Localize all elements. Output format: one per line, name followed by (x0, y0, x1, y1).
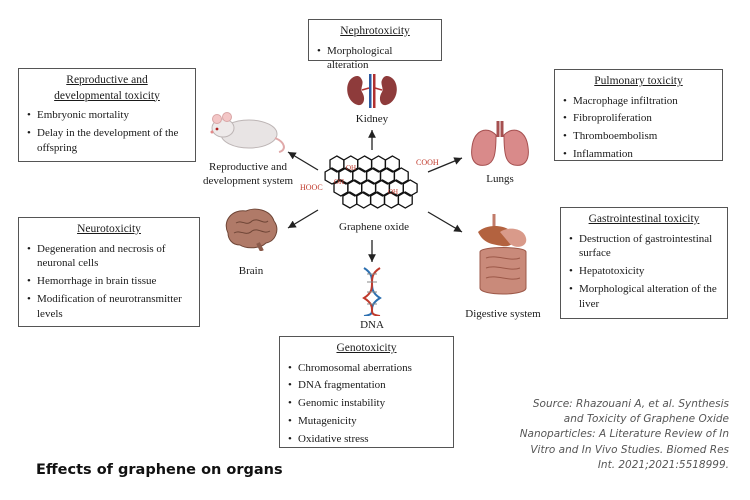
gastrointestinal-toxicity-title: Gastrointestinal toxicity (588, 213, 700, 225)
graphene-oxide-label: Graphene oxide (339, 221, 409, 233)
neurotoxicity-list: Degeneration and necrosis of neuronal ce… (27, 242, 191, 322)
hexagon-ring (342, 191, 358, 209)
digestive-system-label: Digestive system (465, 308, 541, 320)
digestive-system-icon (478, 214, 527, 295)
lungs-label: Lungs (486, 173, 514, 185)
genotoxicity-list: Chromosomal aberrations DNA fragmentatio… (288, 361, 445, 447)
brain-label: Brain (238, 265, 264, 277)
nephrotoxicity-box: Nephrotoxicity Morphological alteration (308, 19, 442, 71)
mouse-icon (210, 112, 285, 153)
hexagon-ring (393, 167, 409, 185)
kidney-label: Kidney (355, 113, 389, 125)
dna-label: DNA (360, 319, 384, 331)
dna-icon (362, 267, 382, 316)
list-item: Oxidative stress (288, 432, 445, 447)
neurotoxicity-title: Neurotoxicity (77, 223, 141, 235)
list-item: Genomic instability (288, 396, 445, 411)
list-item: Hepatotoxicity (569, 264, 719, 279)
graphene-lattice (324, 155, 418, 209)
arrow-to-reproductive (287, 151, 319, 171)
list-item: Morphological alteration (317, 44, 433, 74)
hexagon-ring (402, 179, 418, 197)
pulmonary-toxicity-list: Macrophage infiltration Fibroproliferati… (563, 94, 714, 162)
source-citation: Source: Rhazouani A, et al. Synthesis an… (519, 398, 729, 471)
hexagon-ring (365, 167, 382, 185)
group-label-cooh: COOH (416, 158, 439, 167)
list-item: Embryonic mortality (27, 108, 187, 123)
hexagon-ring (369, 191, 386, 209)
arrow-to-brain (287, 209, 319, 229)
list-item: Macrophage infiltration (563, 94, 714, 109)
list-item: DNA fragmentation (288, 378, 445, 393)
arrow-to-digestive (427, 211, 463, 233)
neurotoxicity-box: Neurotoxicity Degeneration and necrosis … (18, 217, 200, 327)
list-item: Degeneration and necrosis of neuronal ce… (27, 242, 191, 272)
gastrointestinal-toxicity-box: Gastrointestinal toxicity Destruction of… (560, 207, 728, 319)
list-item: Destruction of gastrointestinal surface (569, 232, 719, 262)
gastrointestinal-toxicity-list: Destruction of gastrointestinal surface … (569, 232, 719, 312)
nephrotoxicity-title: Nephrotoxicity (340, 25, 410, 37)
group-label-hooc: HOOC (300, 183, 323, 192)
brain-icon (225, 208, 278, 251)
genotoxicity-title: Genotoxicity (336, 342, 397, 354)
reproductive-toxicity-title: Reproductive and developmental toxicity (54, 74, 160, 102)
list-item: Chromosomal aberrations (288, 361, 445, 376)
pulmonary-toxicity-title: Pulmonary toxicity (594, 75, 683, 87)
genotoxicity-box: Genotoxicity Chromosomal aberrations DNA… (279, 336, 454, 448)
hexagon-ring (370, 155, 387, 173)
arrow-to-lungs (427, 157, 463, 173)
list-item: Fibroproliferation (563, 111, 714, 126)
list-item: Hemorrhage in brain tissue (27, 274, 191, 289)
nephrotoxicity-list: Morphological alteration (317, 44, 433, 74)
group-label-oh: OH (388, 188, 399, 196)
hexagon-ring (397, 191, 413, 209)
list-item: Modification of neurotransmitter levels (27, 292, 191, 322)
hexagon-ring (356, 191, 372, 209)
list-item: Inflammation (563, 147, 714, 162)
list-item: Thromboembolism (563, 129, 714, 144)
kidney-icon (347, 74, 397, 108)
reproductive-toxicity-box: Reproductive and developmental toxicity … (18, 68, 196, 162)
list-item: Delay in the development of the offsprin… (27, 126, 187, 156)
group-label-oh: OH (334, 178, 345, 186)
reproductive-toxicity-list: Embryonic mortality Delay in the develop… (27, 108, 187, 156)
group-label-oh: OH (346, 164, 357, 172)
list-item: Morphological alteration of the liver (569, 282, 719, 312)
hexagon-ring (347, 179, 363, 197)
hexagon-ring (384, 155, 400, 173)
list-item: Mutagenicity (288, 414, 445, 429)
reproductive-label: Reproductive and development system (202, 161, 294, 188)
figure-caption: Effects of graphene on organs (36, 462, 283, 478)
lungs-icon (471, 121, 529, 166)
pulmonary-toxicity-box: Pulmonary toxicity Macrophage infiltrati… (554, 69, 723, 162)
